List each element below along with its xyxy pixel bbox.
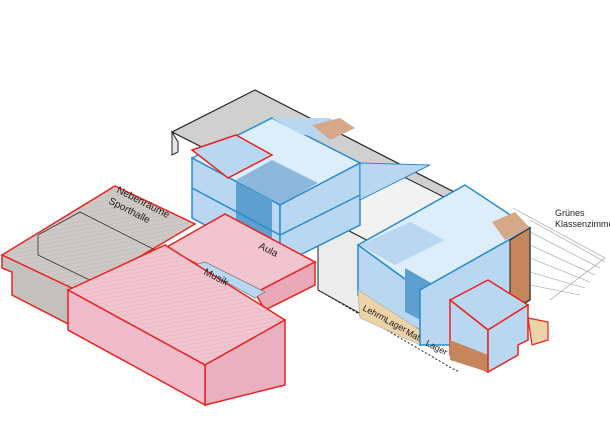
green-classroom-outline <box>512 207 606 301</box>
sporthalle-annex <box>0 185 197 332</box>
right-blue-block <box>356 184 549 374</box>
aula-block <box>66 213 317 407</box>
label-gruenes: Grünes <box>555 208 585 218</box>
label-klassenzimmer: Klassenzimmer <box>555 219 610 229</box>
